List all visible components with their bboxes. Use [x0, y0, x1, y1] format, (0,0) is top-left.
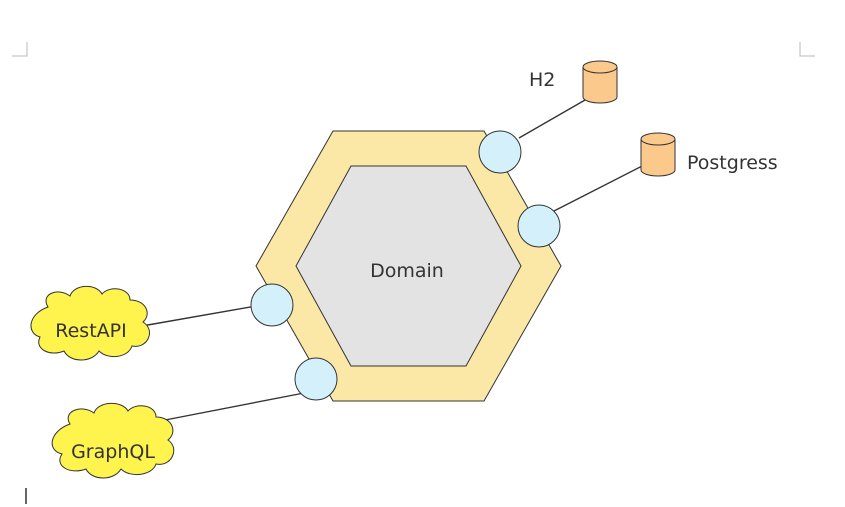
ports [250, 130, 561, 401]
client-graphql-cloud-icon [51, 402, 175, 479]
database-postgress-label: Postgress [687, 152, 778, 174]
domain-label: Domain [370, 260, 444, 282]
port-postgress [517, 204, 561, 248]
crop-mark-top-right [799, 42, 815, 57]
client-graphql-label: GraphQL [71, 441, 155, 463]
connector-graphql [159, 392, 305, 422]
connector-h2 [518, 95, 593, 139]
connector-restapi [141, 305, 257, 327]
domain-hexagon [295, 165, 522, 367]
port-h2 [478, 130, 522, 174]
crop-mark-top-left [12, 42, 28, 57]
connectors [141, 95, 649, 422]
database-h2-icon [582, 60, 618, 104]
client-restapi-cloud-icon [30, 285, 150, 361]
connector-postgress [553, 162, 649, 212]
client-restapi-label: RestAPI [55, 320, 126, 342]
database-postgress-icon [640, 132, 676, 177]
database-h2-label: H2 [529, 69, 555, 91]
crop-marks [12, 42, 815, 57]
port-graphql [294, 357, 338, 401]
port-restapi [250, 283, 294, 327]
